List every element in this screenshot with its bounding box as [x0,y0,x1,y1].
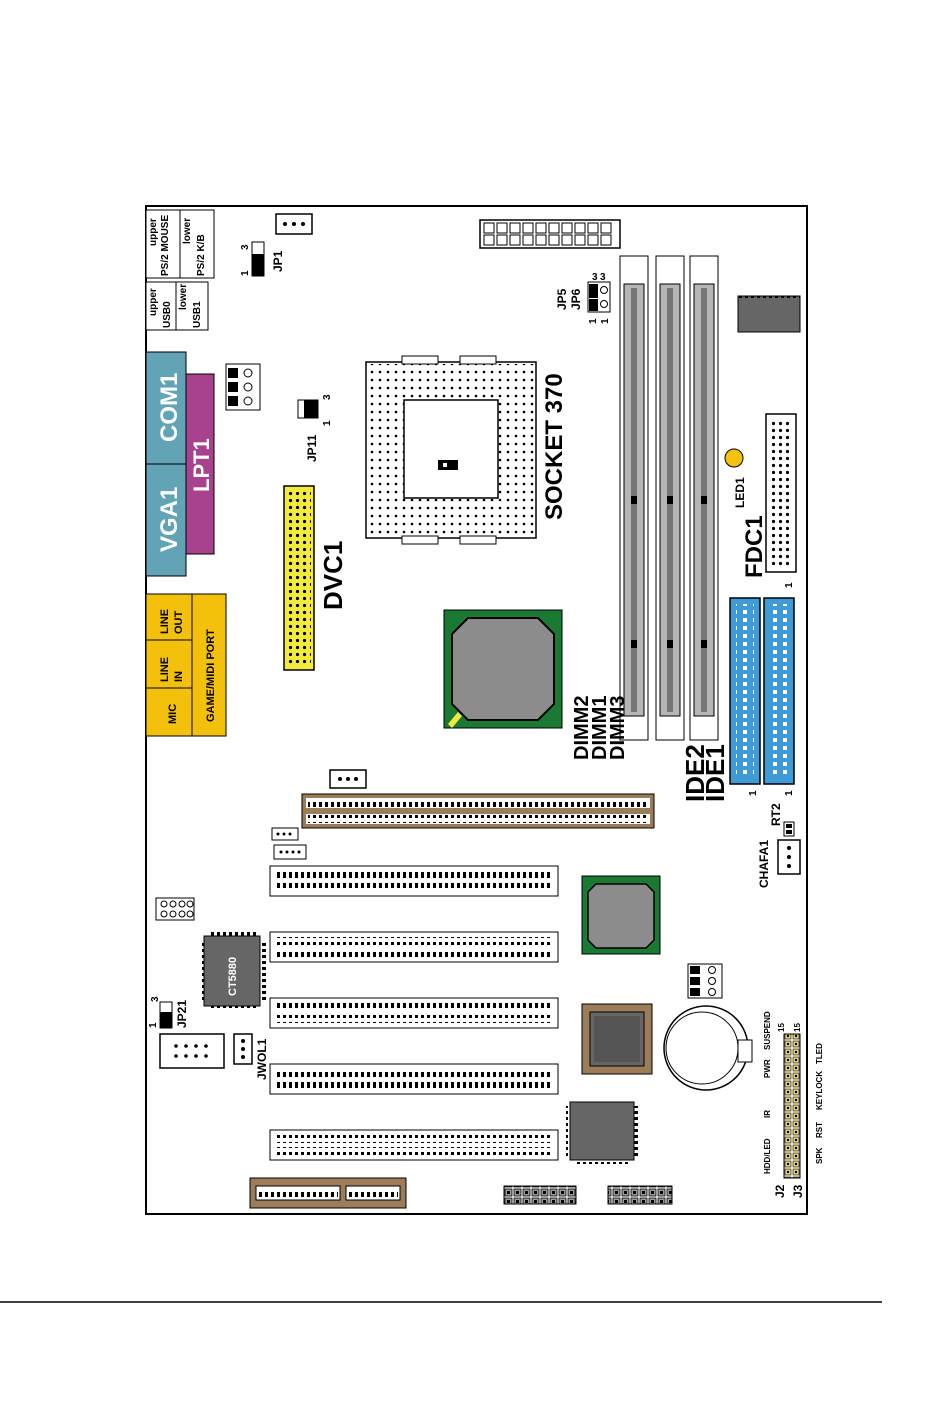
ps2-upper-label: upper [148,218,159,246]
suspend-label: SUSPEND [763,1011,772,1050]
led1 [725,449,743,467]
com1-label: COM1 [156,373,183,442]
spk-label: SPK [815,1147,824,1164]
jp5-pin1: 1 [588,318,599,324]
j3-label: J3 [791,1184,805,1198]
socket-label: SOCKET 370 [541,373,568,520]
jp6-label: JP6 [569,288,583,310]
line-in-label-2: IN [173,671,185,682]
jp1-pin1: 1 [240,270,251,276]
ide1-pin1: 1 [784,790,795,796]
ir-label: IR [763,1110,772,1118]
usb1-label: USB1 [192,301,203,328]
usb-lower-label: lower [178,284,189,310]
jp21-pin1: 1 [148,1022,159,1028]
rst-label: RST [815,1122,824,1138]
jp11-label: JP11 [305,434,319,462]
ir-header [160,1034,224,1068]
lpt1-label: LPT1 [189,438,214,492]
jp11-pin1: 1 [322,420,333,426]
ps2-kb-label: PS/2 K/B [196,234,207,276]
bios-chip [738,296,800,332]
io-chip [570,1102,634,1160]
ct5880-label: CT5880 [227,957,239,996]
led1-label: LED1 [733,477,747,508]
jp6-pin1: 1 [600,318,611,324]
keylock-label: KEYLOCK [815,1071,824,1110]
vga1-label: VGA1 [156,487,183,552]
mic-label: MIC [167,704,179,724]
ps2-lower-label: lower [182,218,193,244]
jp1-pin3: 3 [240,244,251,250]
tled-label: TLED [815,1043,824,1064]
line-in-label-1: LINE [159,657,171,682]
jp21-pin3: 3 [150,996,161,1002]
small-header-2 [274,845,306,859]
line-out-label-1: LINE [159,609,171,634]
chafa1-label: CHAFA1 [757,840,771,888]
jp11-pin3: 3 [322,394,333,400]
j2-pin15: 15 [777,1023,786,1032]
usb0-label: USB0 [162,301,173,328]
j2-label: J2 [773,1184,787,1198]
fdc1-label: FDC1 [741,515,768,578]
dimm-slots [620,256,718,740]
line-out-label-2: OUT [173,611,185,635]
usb-upper-label: upper [148,288,159,316]
jp6-pin3: 3 [600,272,606,283]
usb-header-1 [504,1186,576,1204]
game-midi-label: GAME/MIDI PORT [205,629,217,722]
jp5-label: JP5 [555,288,569,310]
jp1-label: JP1 [271,250,285,272]
hdd-led-label: HDD/LED [763,1138,772,1174]
ide2-pin1: 1 [748,790,759,796]
fdc1-pin1: 1 [784,582,795,588]
front-panel-header [784,1034,800,1178]
dvc1-label: DVC1 [318,541,348,610]
rt2-label: RT2 [769,803,783,826]
ps2-mouse-label: PS/2 MOUSE [160,215,171,276]
jp21-label: JP21 [175,1000,189,1028]
jp5-pin3: 3 [592,272,598,283]
ide1-label: IDE1 [700,744,730,802]
usb-header-2 [608,1186,672,1204]
pwr-label: PWR [763,1059,772,1078]
dimm3-label: DIMM3 [607,696,629,760]
j3-pin15: 15 [793,1023,802,1032]
jwol1-label: JWOL1 [255,1038,269,1080]
